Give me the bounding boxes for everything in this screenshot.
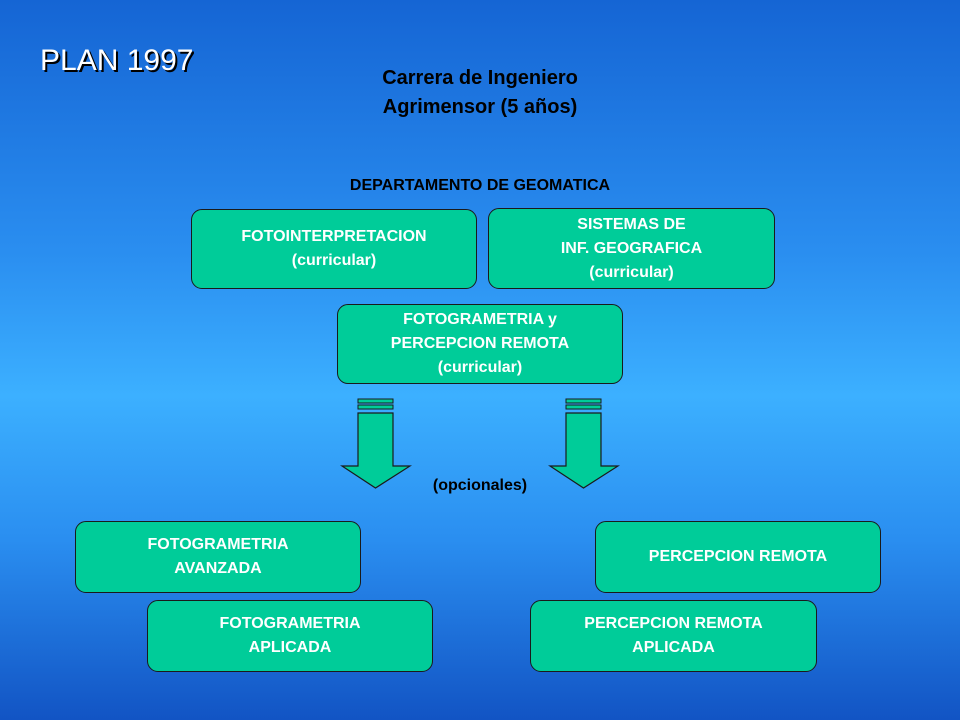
- career-title-line-1: Carrera de Ingeniero: [382, 67, 578, 89]
- box-fotogrametria-percepcion-remota: FOTOGRAMETRIA y PERCEPCION REMOTA (curri…: [337, 304, 623, 384]
- box-line: (curricular): [291, 252, 377, 269]
- department-title: DEPARTAMENTO DE GEOMATICA: [349, 177, 611, 194]
- box-line: FOTOGRAMETRIA: [147, 536, 289, 553]
- box-line: FOTOINTERPRETACION: [241, 228, 427, 245]
- box-line: AVANZADA: [174, 560, 262, 577]
- career-title: Carrera de Ingeniero Agrimensor (5 años): [0, 64, 960, 122]
- down-arrow-right-icon: [548, 398, 620, 489]
- box-line: APLICADA: [248, 639, 332, 656]
- career-title-line-2: Agrimensor (5 años): [382, 96, 578, 118]
- box-sistemas-inf-geografica: SISTEMAS DE INF. GEOGRAFICA (curricular): [488, 208, 775, 289]
- box-fotointerpretacion: FOTOINTERPRETACION (curricular): [191, 209, 477, 289]
- box-percepcion-remota: PERCEPCION REMOTA: [595, 521, 881, 593]
- box-line: (curricular): [437, 359, 523, 376]
- box-percepcion-remota-aplicada: PERCEPCION REMOTA APLICADA: [530, 600, 817, 672]
- box-line: SISTEMAS DE: [577, 215, 686, 233]
- down-arrow-left-icon: [340, 398, 412, 489]
- optional-label: (opcionales): [432, 477, 528, 494]
- plan-title: PLAN 1997: [40, 44, 194, 77]
- box-line: FOTOGRAMETRIA: [219, 615, 361, 632]
- box-line: PERCEPCION REMOTA: [648, 548, 828, 565]
- box-line: INF. GEOGRAFICA: [560, 239, 703, 257]
- box-line: (curricular): [589, 263, 674, 281]
- box-fotogrametria-aplicada: FOTOGRAMETRIA APLICADA: [147, 600, 433, 672]
- box-line: PERCEPCION REMOTA: [390, 335, 570, 352]
- box-line: APLICADA: [632, 639, 715, 656]
- box-fotogrametria-avanzada: FOTOGRAMETRIA AVANZADA: [75, 521, 361, 593]
- box-line: PERCEPCION REMOTA: [584, 615, 763, 632]
- box-line: FOTOGRAMETRIA y: [403, 311, 557, 328]
